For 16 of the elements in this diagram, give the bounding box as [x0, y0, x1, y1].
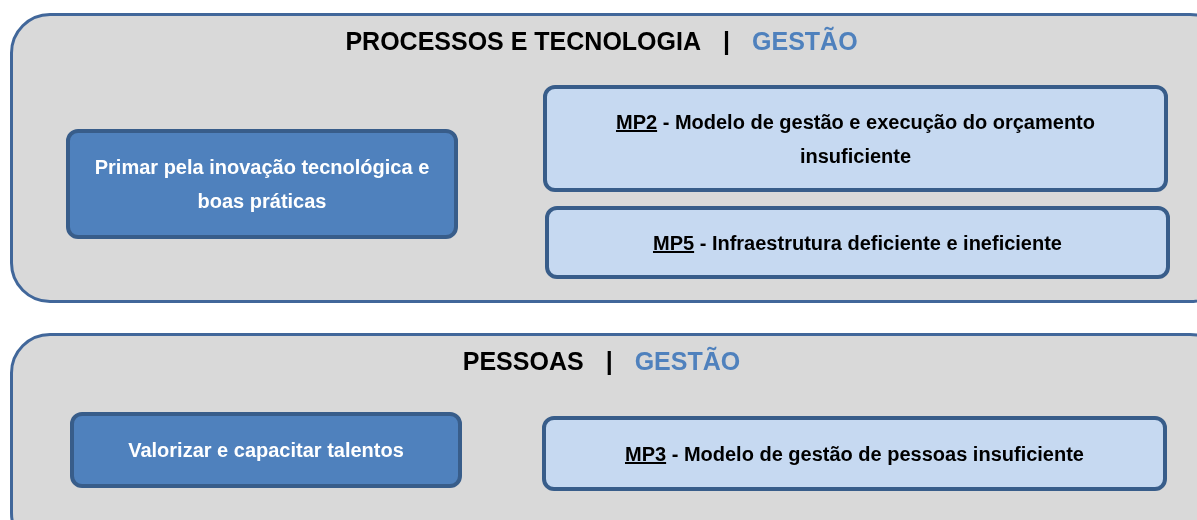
group-panel — [10, 13, 1197, 303]
problem-text: MP5 - Infraestrutura deficiente e ineficiente — [653, 230, 1062, 256]
problem-box — [543, 85, 1168, 192]
problem-text: MP2 - Modelo de gestão e execução do orçamento insuficiente — [615, 109, 1096, 169]
problem-text: MP3 - Modelo de gestão de pessoas insuficiente — [625, 441, 1084, 467]
group-heading: GESTÃO — [634, 346, 741, 376]
group-heading: PROCESSOS E TECNOLOGIA — [345, 26, 701, 56]
group-heading: GESTÃO — [752, 26, 858, 56]
goal-box: Valorizar e capacitar talentos — [70, 412, 462, 488]
group-panel — [10, 333, 1197, 520]
problem-box — [545, 206, 1170, 279]
group-heading: | — [605, 346, 613, 376]
group-heading: PESSOAS — [462, 346, 584, 376]
goal-box: Primar pela inovação tecnológica e boas práticas — [66, 129, 458, 239]
group-heading: | — [723, 26, 730, 56]
problem-box — [542, 416, 1167, 491]
